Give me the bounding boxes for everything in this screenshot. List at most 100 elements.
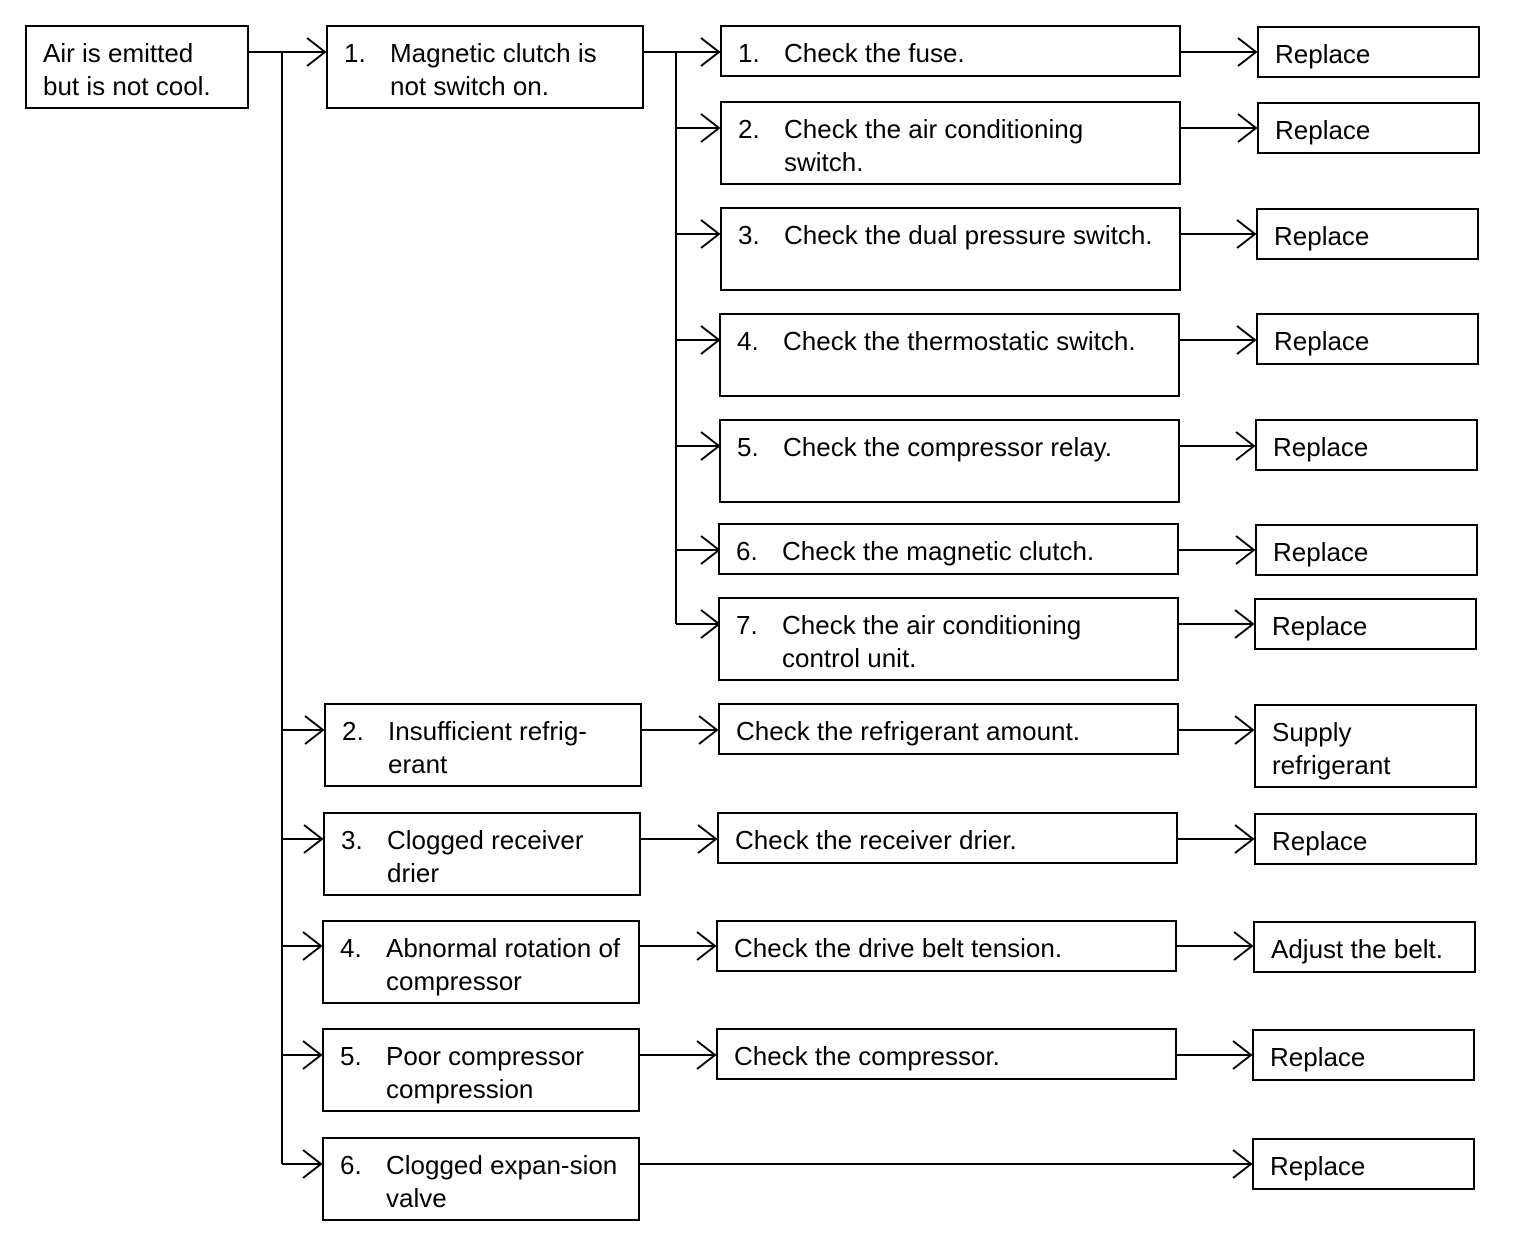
check-box: 2. Check the air conditioning switch. <box>720 101 1181 185</box>
check-text: Check the compressor. <box>734 1041 1000 1071</box>
cause-text: Poor compressor compression <box>386 1041 584 1104</box>
check-text: Check the refrigerant amount. <box>736 716 1080 746</box>
check-text: Check the dual pressure switch. <box>784 220 1153 250</box>
check-number: 6. <box>736 536 758 566</box>
cause-text: Clogged receiver drier <box>387 825 584 888</box>
arrow-head-icon <box>1232 1149 1253 1179</box>
arrow-head-icon <box>696 931 717 961</box>
cause-text: Clogged expan-sion valve <box>386 1150 618 1213</box>
cause-text: Magnetic clutch is not switch on. <box>390 38 597 101</box>
root-box: Air is emitted but is not cool. <box>25 25 249 109</box>
action-text: Replace <box>1273 432 1369 462</box>
check-text: Check the compressor relay. <box>783 432 1112 462</box>
action-box: Replace <box>1254 813 1477 865</box>
arrow-head-icon <box>1235 431 1256 461</box>
check-box: 4. Check the thermostatic switch. <box>719 313 1180 397</box>
arrow-head-icon <box>302 931 323 961</box>
arrow-head-icon <box>697 824 718 854</box>
arrow-head-icon <box>1234 609 1255 639</box>
check-box: 5. Check the compressor relay. <box>719 419 1180 503</box>
action-text: Replace <box>1270 1151 1366 1181</box>
check-box: 7. Check the air conditioning control un… <box>718 597 1179 681</box>
action-box: Replace <box>1257 26 1480 78</box>
action-box: Replace <box>1257 102 1480 154</box>
cause-box: 6. Clogged expan-sion valve <box>322 1137 640 1221</box>
check-text: Check the drive belt tension. <box>734 933 1063 963</box>
arrow-head-icon <box>1232 1040 1253 1070</box>
cause-number: 6. <box>340 1150 362 1180</box>
arrow-head-icon <box>700 37 721 67</box>
check-number: 2. <box>738 114 760 144</box>
action-text: Replace <box>1275 115 1371 145</box>
check-box: 1. Check the fuse. <box>720 25 1181 77</box>
arrow-head-icon <box>302 1040 323 1070</box>
arrow-head-icon <box>696 1040 717 1070</box>
action-text: Replace <box>1270 1042 1366 1072</box>
arrow-head-icon <box>698 715 719 745</box>
check-text: Check the magnetic clutch. <box>782 536 1095 566</box>
cause-box: 4. Abnormal rotation of compressor <box>322 920 640 1004</box>
arrow-head-icon <box>700 113 721 143</box>
action-box: Replace <box>1255 419 1478 471</box>
check-text: Check the air conditioning control unit. <box>782 610 1082 673</box>
action-text: Supply refrigerant <box>1272 717 1391 780</box>
cause-number: 3. <box>341 825 363 855</box>
action-text: Replace <box>1274 221 1370 251</box>
arrow-head-icon <box>1236 219 1257 249</box>
root-text: Air is emitted but is not cool. <box>43 38 211 101</box>
arrow-head-icon <box>303 824 324 854</box>
check-box: 3. Check the dual pressure switch. <box>720 207 1181 291</box>
arrow-head-icon <box>1233 931 1254 961</box>
cause-number: 5. <box>340 1041 362 1071</box>
check-box: Check the refrigerant amount. <box>718 703 1179 755</box>
arrow-head-icon <box>1237 113 1258 143</box>
arrow-head-icon <box>1234 715 1255 745</box>
action-box: Supply refrigerant <box>1254 704 1477 788</box>
check-text: Check the air conditioning switch. <box>784 114 1084 177</box>
check-box: 6. Check the magnetic clutch. <box>718 523 1179 575</box>
check-number: 4. <box>737 326 759 356</box>
action-text: Replace <box>1274 326 1370 356</box>
action-box: Adjust the belt. <box>1253 921 1476 973</box>
arrow-head-icon <box>1234 824 1255 854</box>
action-text: Adjust the belt. <box>1271 934 1443 964</box>
action-box: Replace <box>1252 1138 1475 1190</box>
action-text: Replace <box>1272 826 1368 856</box>
action-box: Replace <box>1252 1029 1475 1081</box>
action-text: Replace <box>1275 39 1371 69</box>
check-box: Check the compressor. <box>716 1028 1177 1080</box>
check-number: 7. <box>736 610 758 640</box>
action-box: Replace <box>1255 524 1478 576</box>
cause-box: 5. Poor compressor compression <box>322 1028 640 1112</box>
cause-box: 1. Magnetic clutch is not switch on. <box>326 25 644 109</box>
arrow-head-icon <box>1235 535 1256 565</box>
check-text: Check the receiver drier. <box>735 825 1017 855</box>
cause-box: 3. Clogged receiver drier <box>323 812 641 896</box>
cause-number: 4. <box>340 933 362 963</box>
arrow-head-icon <box>306 37 327 67</box>
action-box: Replace <box>1256 208 1479 260</box>
check-number: 3. <box>738 220 760 250</box>
arrow-head-icon <box>1237 37 1258 67</box>
arrow-head-icon <box>700 219 721 249</box>
cause-box: 2. Insufficient refrig-erant <box>324 703 642 787</box>
arrow-head-icon <box>1236 325 1257 355</box>
check-number: 1. <box>738 38 760 68</box>
check-box: Check the receiver drier. <box>717 812 1178 864</box>
arrow-head-icon <box>302 1149 323 1179</box>
cause-number: 2. <box>342 716 364 746</box>
check-text: Check the fuse. <box>784 38 965 68</box>
action-text: Replace <box>1272 611 1368 641</box>
action-box: Replace <box>1254 598 1477 650</box>
check-text: Check the thermostatic switch. <box>783 326 1136 356</box>
action-text: Replace <box>1273 537 1369 567</box>
cause-text: Insufficient refrig-erant <box>388 716 587 779</box>
cause-text: Abnormal rotation of compressor <box>386 933 621 996</box>
check-box: Check the drive belt tension. <box>716 920 1177 972</box>
cause-number: 1. <box>344 38 366 68</box>
check-number: 5. <box>737 432 759 462</box>
action-box: Replace <box>1256 313 1479 365</box>
arrow-head-icon <box>304 715 325 745</box>
